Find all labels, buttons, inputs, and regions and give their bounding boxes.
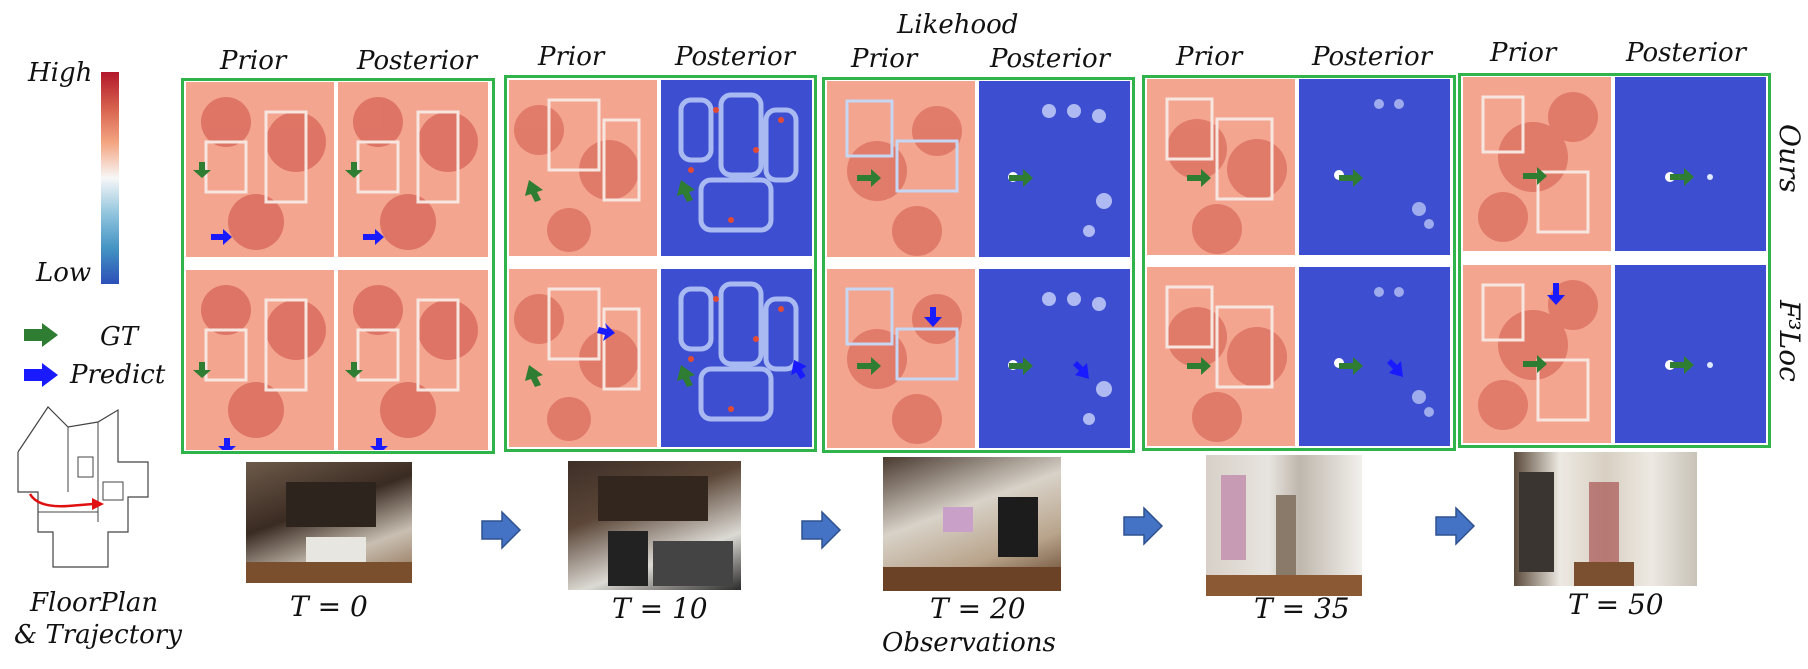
heatmap-s4-prior-ours (1147, 79, 1295, 255)
col5-prior-label: Prior (1490, 38, 1557, 68)
row-label-f3loc: F³Loc (1773, 300, 1806, 382)
col4-prior-label: Prior (1176, 42, 1243, 72)
observation-image-t35 (1206, 455, 1362, 596)
floorplan-sketch (17, 406, 149, 568)
row-label-ours: Ours (1773, 124, 1806, 193)
stage-frame-3 (822, 77, 1135, 453)
timestep-label-t10: T = 10 (612, 592, 708, 625)
predict-legend-label: Predict (70, 360, 166, 390)
likehood-label: Likehood (897, 10, 1019, 40)
predict-arrow-icon (24, 363, 58, 387)
gt-legend-label: GT (100, 322, 139, 352)
colorbar-low-label: Low (36, 258, 92, 288)
stage-frame-5 (1458, 73, 1771, 448)
col2-prior-label: Prior (538, 42, 605, 72)
heatmap-s1-posterior-f3loc (338, 270, 488, 450)
timestep-label-t35: T = 35 (1254, 592, 1350, 625)
heatmap-s1-posterior-ours (338, 82, 488, 257)
observation-image-t0 (246, 462, 412, 583)
heatmap-s2-posterior-ours (661, 80, 812, 256)
col5-posterior-label: Posterior (1626, 38, 1747, 68)
flow-arrow-icon-2 (801, 510, 842, 550)
col3-posterior-label: Posterior (990, 44, 1111, 74)
heatmap-s1-prior-f3loc (186, 270, 334, 450)
observations-label: Observations (882, 628, 1056, 658)
heatmap-s2-prior-ours (509, 80, 657, 256)
heatmap-s1-prior-ours (186, 82, 334, 257)
heatmap-s4-prior-f3loc (1147, 267, 1295, 446)
gt-arrow-icon (24, 323, 58, 347)
observation-image-t50 (1514, 452, 1697, 586)
heatmap-s5-posterior-ours (1615, 77, 1766, 251)
flow-arrow-icon-3 (1123, 506, 1164, 546)
observation-image-t20 (883, 457, 1061, 591)
timestep-label-t50: T = 50 (1568, 588, 1664, 621)
col2-posterior-label: Posterior (675, 42, 796, 72)
heatmap-s5-prior-f3loc (1463, 265, 1611, 443)
heatmap-s3-posterior-ours (979, 81, 1130, 257)
colorbar-high-label: High (28, 58, 93, 88)
heatmap-s3-posterior-f3loc (979, 269, 1130, 448)
flow-arrow-icon-4 (1435, 506, 1476, 546)
col3-prior-label: Prior (851, 44, 918, 74)
colorbar (101, 72, 119, 284)
col1-posterior-label: Posterior (357, 46, 478, 76)
heatmap-s4-posterior-f3loc (1299, 267, 1450, 446)
col1-prior-label: Prior (220, 46, 287, 76)
timestep-label-t0: T = 0 (290, 590, 368, 623)
timestep-label-t20: T = 20 (930, 592, 1026, 625)
floorplan-label-line1: FloorPlan (30, 588, 159, 618)
heatmap-s5-posterior-f3loc (1615, 265, 1766, 443)
heatmap-s2-posterior-f3loc (661, 269, 812, 447)
observation-image-t10 (568, 461, 741, 590)
stage-frame-1 (181, 78, 495, 454)
flow-arrow-icon-1 (481, 510, 522, 550)
heatmap-s2-prior-f3loc (509, 269, 657, 447)
heatmap-s4-posterior-ours (1299, 79, 1450, 255)
stage-frame-4 (1142, 75, 1456, 451)
col4-posterior-label: Posterior (1312, 42, 1433, 72)
stage-frame-2 (504, 75, 817, 452)
floorplan-label-line2: & Trajectory (14, 620, 182, 650)
heatmap-s3-prior-f3loc (827, 269, 975, 448)
heatmap-s3-prior-ours (827, 81, 975, 257)
heatmap-s5-prior-ours (1463, 77, 1611, 251)
